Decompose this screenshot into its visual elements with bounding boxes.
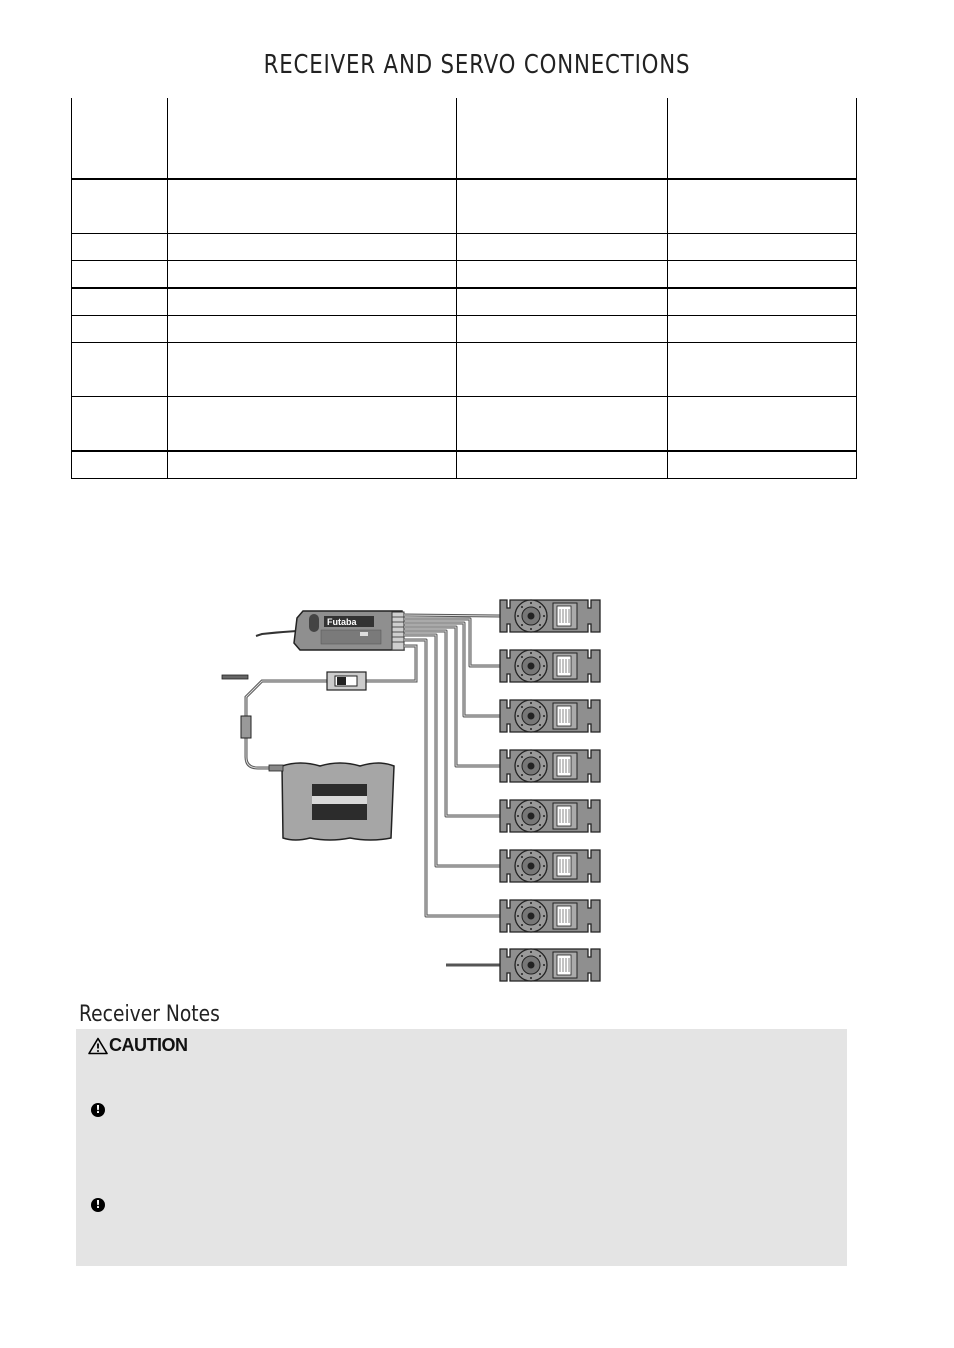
table-header-row xyxy=(71,98,857,180)
receiver-unit: Futaba xyxy=(293,610,405,651)
battery-pack xyxy=(268,762,395,841)
receiver-brand: Futaba xyxy=(327,617,357,627)
switch-harness xyxy=(222,644,418,770)
warning-triangle-icon xyxy=(88,1037,108,1054)
table-row xyxy=(71,315,857,343)
servo-2 xyxy=(499,649,601,683)
caution-header: CAUTION xyxy=(88,1035,188,1056)
servo-3 xyxy=(499,699,601,733)
table-row xyxy=(71,288,857,316)
connection-table xyxy=(71,98,857,479)
exclamation-bullet-icon: ! xyxy=(91,1103,105,1117)
servo-leads xyxy=(403,613,501,967)
table-row xyxy=(71,233,857,261)
switch-unit xyxy=(326,671,367,691)
table-row xyxy=(71,179,857,234)
table-row xyxy=(71,396,857,452)
table-row xyxy=(71,342,857,397)
servo-7 xyxy=(499,899,601,933)
antenna-wire xyxy=(255,630,298,637)
caution-box: CAUTION ! ! xyxy=(76,1029,847,1266)
exclamation-bullet-icon: ! xyxy=(91,1198,105,1212)
charge-connector xyxy=(240,715,252,739)
servo-4 xyxy=(499,749,601,783)
servo-1 xyxy=(499,599,601,633)
servo-6 xyxy=(499,849,601,883)
table-row xyxy=(71,260,857,289)
receiver-notes-title: Receiver Notes xyxy=(79,1002,220,1027)
wiring-diagram: Futaba xyxy=(221,599,601,982)
page-title: RECEIVER AND SERVO CONNECTIONS xyxy=(263,50,691,80)
servo-8 xyxy=(499,948,601,982)
servo-5 xyxy=(499,799,601,833)
caution-label: CAUTION xyxy=(109,1035,188,1055)
table-row xyxy=(71,451,857,479)
